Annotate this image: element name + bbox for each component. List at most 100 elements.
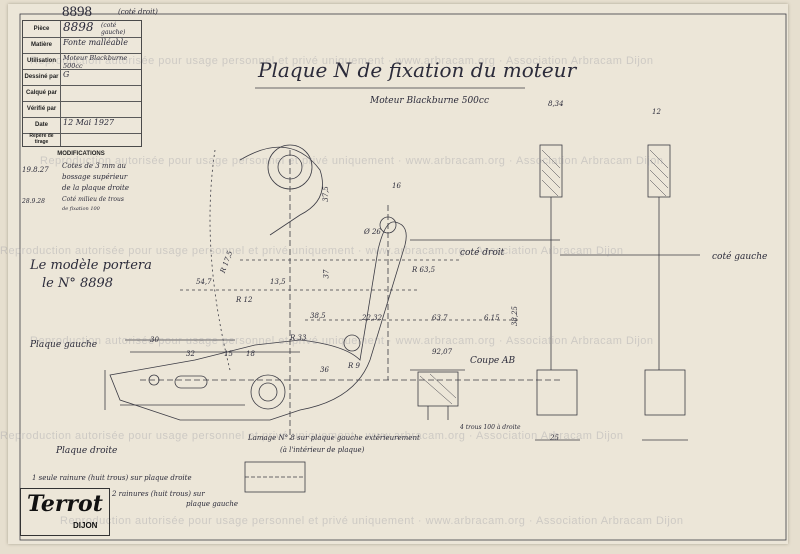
row-label: Utilisation [23,53,61,69]
section-a [417,371,459,407]
watermark: Reproduction autorisée pour usage person… [0,430,624,442]
title-block: Pièce 8898 (coté gauche) Matière Fonte m… [22,20,142,147]
piece-number-top: 8898 [62,4,92,20]
dimension-label: R 12 [236,296,253,304]
piece-number-bottom: 8898 [63,20,94,34]
dimension-label: R 63,5 [412,266,436,274]
hatch-left [649,149,669,197]
dimension-label: 63,7 [432,314,448,322]
arc-construction [209,149,231,371]
drawing-subtitle: Moteur Blackburne 500cc [370,96,489,106]
row-value: 12 Mai 1927 [63,118,115,127]
dimension-label: 12 [652,108,661,116]
modifications-label: MODIFICATIONS [57,151,105,157]
terrot-logo: Terrot DIJON [20,488,110,536]
side-view-left-bottom [644,369,686,416]
dimension-label: 36 [320,366,329,374]
row-label: Date [23,117,61,133]
model-note-line-1: Le modèle portera [30,258,152,273]
boss-arc [239,146,323,236]
title-block-row: Pièce 8898 (coté gauche) [23,20,141,38]
dimension-label: 6,15 [484,314,500,322]
modification-note: Coté milieu de trous [62,196,124,203]
logo-brand: Terrot [27,491,103,517]
dimension-label: 30 [150,336,159,344]
model-note-line-2: le N° 8898 [42,276,114,291]
bottom-note-3: plaque gauche [186,500,238,508]
dimension-label: 22,32 [362,314,383,322]
bottom-boss-inner [258,382,278,402]
piece-number-top-note: (coté droit) [118,8,158,16]
title-block-row: Utilisation Moteur Blackburne 500cc [23,53,141,70]
dimension-label: 37 [322,269,331,279]
watermark: Reproduction autorisée pour usage person… [30,335,654,347]
hatch-section [419,373,457,405]
title-block-row: Date 12 Mai 1927 [23,117,141,134]
dimension-label: 32 [186,350,195,358]
watermark: Reproduction autorisée pour usage person… [60,515,684,527]
dimension-label: 92,07 [432,348,453,356]
row-value: Moteur Blackburne 500cc [63,54,128,70]
watermark: Reproduction autorisée pour usage person… [0,245,624,257]
lamage-note-line-1: Lamage N° 8 sur plaque gauche extérieure… [248,434,420,442]
title-block-row: Vérifié par [23,101,141,118]
row-label: Vérifié par [23,101,61,117]
row-value: G [63,70,70,79]
dimension-label: 37,5 [321,186,330,202]
title-block-row: Matière Fonte malléable [23,37,141,54]
modification-date-2: 28.9.28 [22,198,45,205]
sheet-border [19,13,787,541]
title-block-row: Repère de tirage [23,133,141,146]
trou-note: 4 trous 100 à droite [460,424,521,431]
hole-right [343,334,361,352]
dimension-label: 38,25 [511,305,520,327]
dimension-label: Ø 26 [364,228,381,236]
dimension-label: 8,34 [548,100,564,108]
label-coupe: Coupe AB [470,356,516,366]
dimension-label: 13,5 [270,278,286,286]
bottom-note-1: 1 seule rainure (huit trous) sur plaque … [32,474,192,482]
label-cote-droit: coté droit [460,248,505,258]
row-value: Fonte malléable [63,38,128,47]
small-hole [379,216,397,234]
dimension-label: 18 [246,350,255,358]
drawing-title: Plaque N de fixation du moteur [258,58,577,82]
hatch-right [541,149,561,197]
modification-note: Cotes de 3 mm au [62,162,127,170]
row-label: Dessiné par [23,69,61,85]
dimension-label: R 33 [290,334,307,342]
dimension-label: 15 [224,350,233,358]
logo-city: DIJON [73,521,98,530]
lamage-note-line-2: (à l'intérieur de plaque) [280,446,365,454]
label-plaque-droite: Plaque droite [56,446,118,456]
label-plaque-gauche: Plaque gauche [30,340,98,350]
dimension-label: 38,5 [310,312,326,320]
watermark: Reproduction autorisée pour usage person… [40,155,664,167]
modification-date-1: 19.8.27 [22,166,49,174]
section-a-leg [427,406,449,420]
title-block-row: Calqué par [23,85,141,102]
modification-note: de fixation 100 [62,206,100,212]
small-hole-left [148,374,160,386]
side-view-right-bottom [536,369,578,416]
row-label: Pièce [23,21,61,37]
dimension-label: 25 [550,434,559,442]
dimension-label: 54,7 [196,278,212,286]
dimension-label: 16 [392,182,401,190]
row-label: Matière [23,37,61,53]
piece-number-bottom-note: (coté gauche) [101,22,126,36]
row-label: Repère de tirage [23,133,61,146]
watermark: Reproduction autorisée pour usage person… [30,55,654,67]
modification-note: bossage supérieur [62,173,128,181]
dimension-label: R 9 [348,362,360,370]
label-cote-gauche: coté gauche [712,252,768,262]
title-block-row: Dessiné par G [23,69,141,86]
slot [174,375,208,389]
bottom-boss-outer [250,374,286,410]
modification-note: de la plaque droite [62,184,129,192]
boss-hole-inner [277,154,303,180]
boss-hole-outer [267,144,313,190]
drawing-sheet [8,4,788,544]
row-label: Calqué par [23,85,61,101]
